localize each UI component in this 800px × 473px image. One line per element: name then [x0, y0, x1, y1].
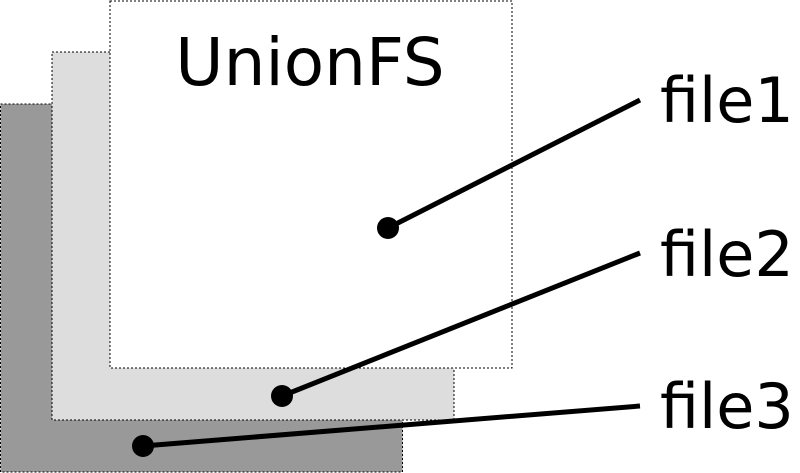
file1-connector — [386, 97, 642, 231]
file3-dot — [132, 435, 154, 457]
file1-dot — [377, 217, 399, 239]
file2-label: file2 — [660, 218, 794, 291]
file3-connector — [142, 403, 641, 449]
file2-dot — [271, 385, 293, 407]
file3-label: file3 — [660, 370, 794, 443]
file1-label: file1 — [660, 64, 794, 137]
diagram-title: UnionFS — [175, 24, 444, 101]
layer-top — [109, 0, 513, 369]
file2-connector — [281, 250, 641, 399]
